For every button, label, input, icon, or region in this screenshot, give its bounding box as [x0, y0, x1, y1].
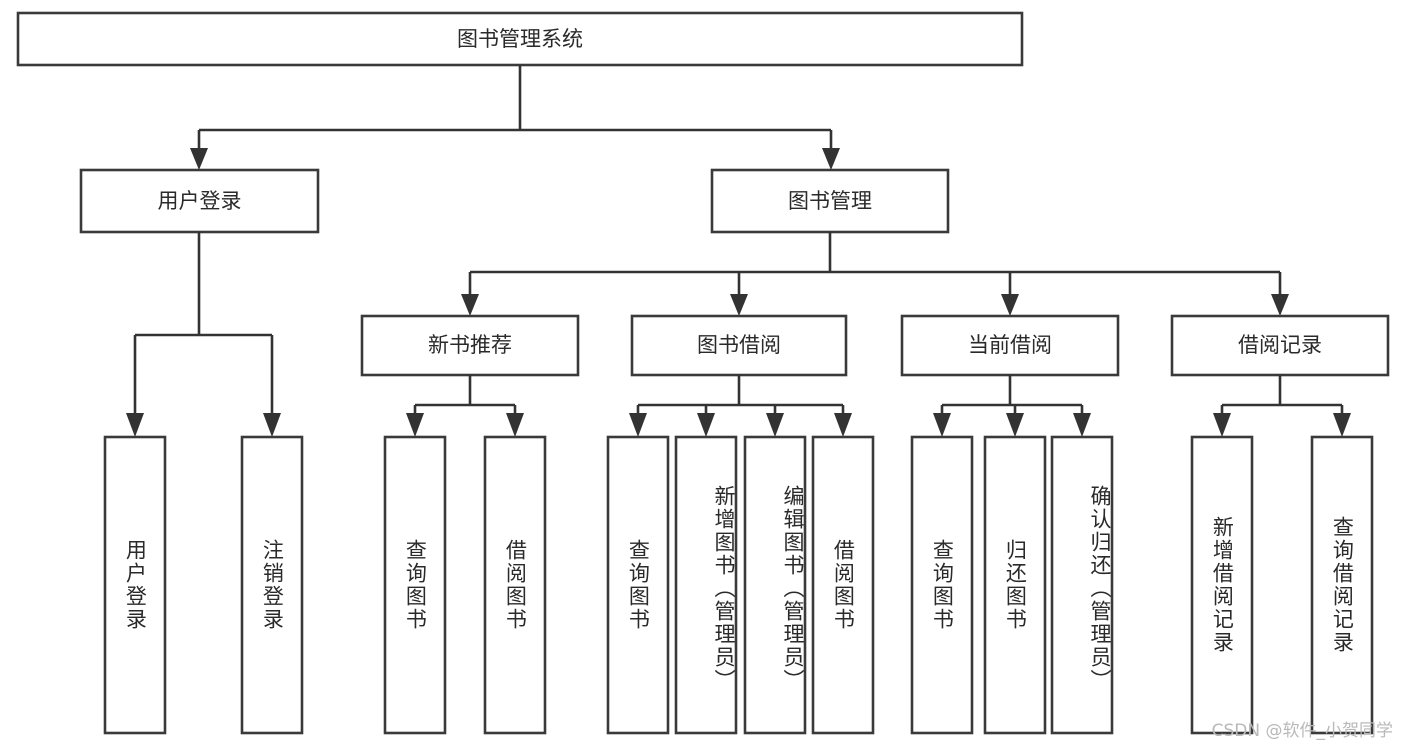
leaf-box-logout[interactable] — [240, 435, 304, 735]
arrowhead-to-book-manage — [822, 148, 840, 170]
edge-user-login-to-leaves — [126, 232, 281, 437]
node-user-login-label: 用户登录 — [158, 189, 242, 213]
node-current-borrow[interactable]: 当前借阅 — [900, 314, 1120, 377]
edge-book-management-to-level3 — [461, 232, 1289, 316]
node-current-borrow-label: 当前借阅 — [968, 333, 1052, 357]
arrowhead-to-new-book-rec — [461, 294, 479, 316]
leaf-box-edit-book-admin[interactable] — [743, 435, 807, 735]
leaf-box-add-borrow-record[interactable] — [1190, 435, 1254, 735]
node-root-label: 图书管理系统 — [457, 27, 583, 51]
arrowhead-to-user-login — [190, 148, 208, 170]
node-book-management-label: 图书管理 — [788, 189, 872, 213]
node-book-borrow-label: 图书借阅 — [697, 333, 781, 357]
leaf-box-query-book-borrow[interactable] — [606, 435, 670, 735]
edge-current-borrow-to-leaves — [933, 375, 1091, 437]
leaf-box-borrow-book[interactable] — [811, 435, 875, 735]
leaf-box-add-book-admin[interactable] — [674, 435, 738, 735]
node-user-login-box[interactable] — [79, 168, 320, 234]
edge-root-to-level2 — [190, 65, 840, 170]
leaf-box-query-book-rec[interactable] — [383, 435, 447, 735]
arrowhead-to-current-borrow — [1001, 294, 1019, 316]
node-root[interactable]: 图书管理系统 — [16, 11, 1024, 67]
node-book-management[interactable]: 图书管理 — [710, 168, 950, 234]
node-root-box[interactable] — [16, 11, 1024, 67]
edge-borrow-record-to-leaves — [1213, 375, 1351, 437]
arrowhead-to-borrow-record — [1271, 294, 1289, 316]
leaf-box-confirm-return-admin[interactable] — [1050, 435, 1114, 735]
edge-new-book-recommend-to-leaves — [406, 375, 524, 437]
node-borrow-record-label: 借阅记录 — [1238, 333, 1322, 357]
node-new-book-recommend-box[interactable] — [360, 314, 580, 377]
node-new-book-recommend[interactable]: 新书推荐 — [360, 314, 580, 377]
leaf-box-return-book[interactable] — [983, 435, 1047, 735]
leaf-box-query-borrow-record[interactable] — [1310, 435, 1374, 735]
node-user-login[interactable]: 用户登录 — [79, 168, 320, 234]
leaf-box-borrow-book-rec[interactable] — [483, 435, 547, 735]
leaf-boxes — [103, 435, 1374, 735]
edge-book-borrow-to-leaves — [629, 375, 852, 437]
node-borrow-record[interactable]: 借阅记录 — [1170, 314, 1390, 377]
node-new-book-recommend-label: 新书推荐 — [428, 333, 512, 357]
node-current-borrow-box[interactable] — [900, 314, 1120, 377]
arrowhead-to-book-borrow — [730, 294, 748, 316]
leaf-box-user-login[interactable] — [103, 435, 167, 735]
node-book-borrow[interactable]: 图书借阅 — [630, 314, 848, 377]
leaf-box-query-book-current[interactable] — [910, 435, 974, 735]
